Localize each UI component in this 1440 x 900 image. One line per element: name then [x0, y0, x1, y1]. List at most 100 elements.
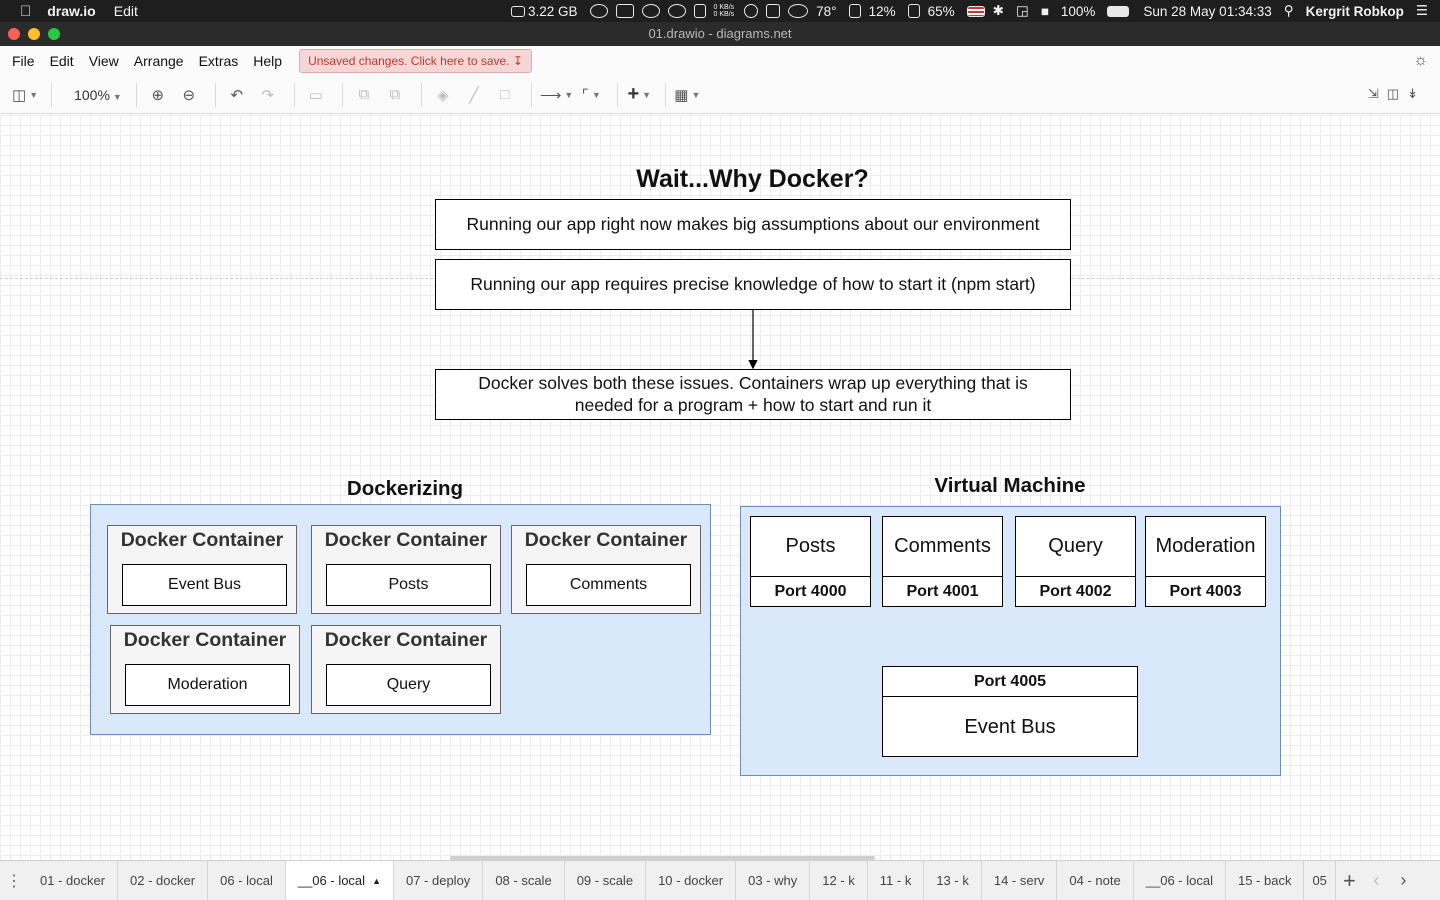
scroll-tabs-left-icon[interactable]: ‹: [1373, 870, 1380, 890]
page-tab[interactable]: 05: [1304, 861, 1336, 900]
vm-title[interactable]: Virtual Machine: [934, 474, 1086, 497]
spotlight-search-icon[interactable]: ⚲: [1283, 3, 1294, 18]
docker-solves-box[interactable]: Docker solves both these issues. Contain…: [435, 369, 1071, 420]
temperature-readout[interactable]: 78°: [816, 3, 837, 19]
format-panel-icon[interactable]: ◫▼: [12, 86, 39, 104]
chevron-up-icon[interactable]: ▲: [372, 875, 381, 886]
docker-icon[interactable]: [615, 4, 634, 18]
user-name[interactable]: Kergrit Robkop: [1305, 3, 1404, 19]
vm-service-query[interactable]: Query Port 4002: [1015, 516, 1136, 607]
page-tab-active[interactable]: __06 - local▲: [285, 861, 394, 900]
memory-readout[interactable]: 3.22 GB: [527, 3, 578, 19]
docker-container-event-bus[interactable]: Docker Container Event Bus: [107, 525, 297, 614]
menu-help[interactable]: Help: [253, 53, 283, 69]
unsaved-changes-button[interactable]: Unsaved changes. Click here to save. ↧: [299, 49, 532, 73]
page-tab[interactable]: 02 - docker: [118, 861, 209, 900]
zoom-select[interactable]: 100%▼: [74, 87, 122, 103]
cpu-readout[interactable]: 12%: [868, 3, 896, 19]
connection-icon[interactable]: ⟶▼: [539, 86, 574, 104]
page-tab[interactable]: 07 - deploy: [394, 861, 484, 900]
undo-icon[interactable]: ↶: [230, 86, 244, 104]
zz-icon[interactable]: [693, 4, 706, 18]
menu-arrange[interactable]: Arrange: [133, 53, 184, 69]
minimize-window-button[interactable]: [28, 28, 40, 40]
to-front-icon[interactable]: ⧉: [358, 86, 370, 103]
dockerizing-title[interactable]: Dockerizing: [346, 477, 464, 500]
menu-view[interactable]: View: [88, 53, 119, 69]
fill-color-icon[interactable]: ◈: [437, 86, 449, 104]
knowledge-box[interactable]: Running our app requires precise knowled…: [435, 259, 1071, 310]
shadow-icon[interactable]: □: [500, 86, 510, 103]
volume-icon[interactable]: ■: [1040, 3, 1049, 19]
vm-service-moderation[interactable]: Moderation Port 4003: [1145, 516, 1266, 607]
diagram-canvas[interactable]: Wait...Why Docker? Running our app right…: [0, 115, 1440, 860]
clipboard-icon[interactable]: [744, 4, 759, 18]
flag-icon[interactable]: [966, 5, 985, 17]
datetime[interactable]: Sun 28 May 01:34:33: [1143, 3, 1272, 19]
cpu-icon[interactable]: [848, 4, 861, 18]
shield-icon[interactable]: [667, 4, 686, 18]
menu-file[interactable]: File: [12, 53, 35, 69]
page-tab[interactable]: __06 - local: [1134, 861, 1226, 900]
chevron-double-down-icon[interactable]: ↡: [1407, 86, 1426, 101]
page-tab[interactable]: 04 - note: [1057, 861, 1134, 900]
horizontal-scrollbar[interactable]: [450, 856, 875, 860]
line-color-icon[interactable]: ╱: [469, 86, 479, 104]
diagram-title[interactable]: Wait...Why Docker?: [636, 165, 869, 193]
vm-event-bus[interactable]: Port 4005 Event Bus: [882, 666, 1138, 757]
menu-extras[interactable]: Extras: [198, 53, 239, 69]
page-tab[interactable]: 03 - why: [736, 861, 811, 900]
close-window-button[interactable]: [8, 28, 20, 40]
panel-icon[interactable]: ◫: [1386, 86, 1408, 101]
docker-container-comments[interactable]: Docker Container Comments: [511, 525, 701, 614]
pages-menu-icon[interactable]: ⋮: [6, 872, 22, 890]
sync-icon[interactable]: [641, 4, 660, 18]
scroll-tabs-right-icon[interactable]: ›: [1400, 870, 1407, 890]
delete-icon[interactable]: ▭: [308, 86, 323, 104]
page-tab[interactable]: 08 - scale: [483, 861, 565, 900]
wifi-icon[interactable]: ◲: [1015, 3, 1029, 18]
vm-service-posts[interactable]: Posts Port 4000: [750, 516, 871, 607]
battery-readout[interactable]: 100%: [1060, 3, 1096, 19]
page-tab[interactable]: 10 - docker: [646, 861, 737, 900]
page-tab-label: 09 - scale: [576, 873, 634, 888]
control-center-icon[interactable]: ☰: [1415, 3, 1428, 18]
to-back-icon[interactable]: ⧉: [389, 86, 401, 103]
ram-readout[interactable]: 65%: [927, 3, 955, 19]
menu-edit[interactable]: Edit: [49, 53, 74, 69]
page-tab[interactable]: 01 - docker: [28, 861, 119, 900]
vm-service-comments[interactable]: Comments Port 4001: [882, 516, 1003, 607]
theme-icon[interactable]: ☼: [1413, 52, 1428, 69]
maximize-window-button[interactable]: [48, 28, 60, 40]
zoom-out-icon[interactable]: ⊖: [182, 86, 196, 104]
redo-icon[interactable]: ↷: [261, 86, 275, 104]
app-menu-edit[interactable]: Edit: [102, 3, 138, 19]
assumptions-box[interactable]: Running our app right now makes big assu…: [435, 199, 1071, 250]
waypoints-icon[interactable]: ⌜▼: [581, 86, 601, 104]
insert-icon[interactable]: +▼: [627, 83, 652, 105]
page-tab-label: 10 - docker: [658, 873, 724, 888]
docker-container-posts[interactable]: Docker Container Posts: [311, 525, 501, 614]
apple-icon[interactable]: : [20, 3, 31, 20]
ram-icon[interactable]: [907, 4, 920, 18]
zoom-in-icon[interactable]: ⊕: [151, 86, 165, 104]
page-tab[interactable]: 06 - local: [208, 861, 286, 900]
page-tab[interactable]: 14 - serv: [982, 861, 1058, 900]
weather-icon[interactable]: [788, 4, 809, 18]
bluetooth-icon[interactable]: ✱: [992, 3, 1004, 18]
battery-icon[interactable]: [1107, 5, 1130, 17]
vm-service-name: Posts: [751, 517, 870, 577]
page-tab[interactable]: 11 - k: [868, 861, 925, 900]
add-page-icon[interactable]: +: [1342, 867, 1356, 893]
collapse-icon[interactable]: ⇲: [1367, 86, 1387, 101]
docker-container-moderation[interactable]: Docker Container Moderation: [110, 625, 300, 714]
grid-icon[interactable]: [766, 4, 781, 18]
page-tab[interactable]: 13 - k: [924, 861, 982, 900]
page-tab[interactable]: 15 - back: [1226, 861, 1305, 900]
docker-container-query[interactable]: Docker Container Query: [311, 625, 501, 714]
page-tab[interactable]: 12 - k: [810, 861, 868, 900]
table-icon[interactable]: ▦▼: [674, 86, 701, 104]
page-tab[interactable]: 09 - scale: [565, 861, 647, 900]
app-name[interactable]: draw.io: [36, 3, 96, 19]
